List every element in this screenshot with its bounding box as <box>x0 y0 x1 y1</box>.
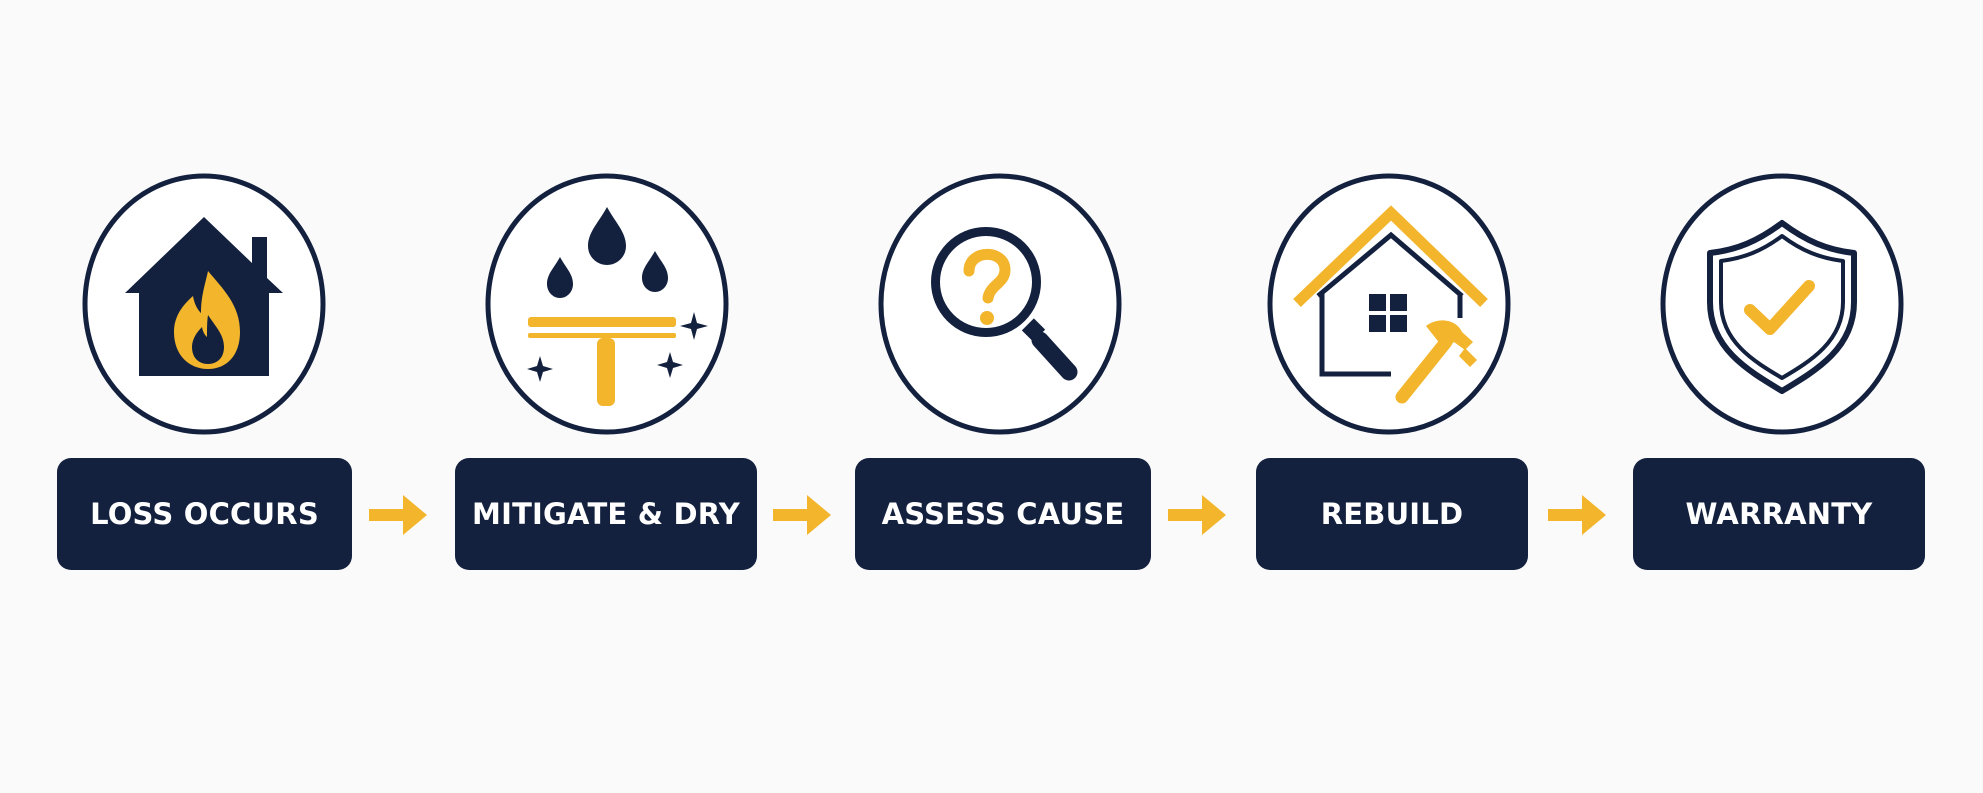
step-rebuild: REBUILD <box>1256 458 1528 570</box>
house-fire-icon <box>82 173 326 435</box>
shield-check-icon <box>1660 173 1904 435</box>
step-label: WARRANTY <box>1685 497 1873 531</box>
step-label: REBUILD <box>1320 497 1464 531</box>
step-1-icon-circle <box>81 172 327 436</box>
step-4-icon-circle <box>1266 172 1512 436</box>
water-squeegee-icon <box>485 173 729 435</box>
arrow-right-icon <box>1542 488 1616 542</box>
step-warranty: WARRANTY <box>1633 458 1925 570</box>
step-3-icon-circle <box>877 172 1123 436</box>
magnifier-question-icon <box>878 173 1122 435</box>
step-mitigate-dry: MITIGATE & DRY <box>455 458 757 570</box>
house-hammer-icon <box>1267 173 1511 435</box>
arrow-right-icon <box>767 488 841 542</box>
arrow-right-icon <box>1162 488 1236 542</box>
step-2-icon-circle <box>484 172 730 436</box>
step-loss-occurs: LOSS OCCURS <box>57 458 352 570</box>
step-label: ASSESS CAUSE <box>881 497 1125 531</box>
arrow-right-icon <box>363 488 437 542</box>
step-label: MITIGATE & DRY <box>472 497 740 531</box>
step-assess-cause: ASSESS CAUSE <box>855 458 1151 570</box>
step-5-icon-circle <box>1659 172 1905 436</box>
step-label: LOSS OCCURS <box>90 497 319 531</box>
